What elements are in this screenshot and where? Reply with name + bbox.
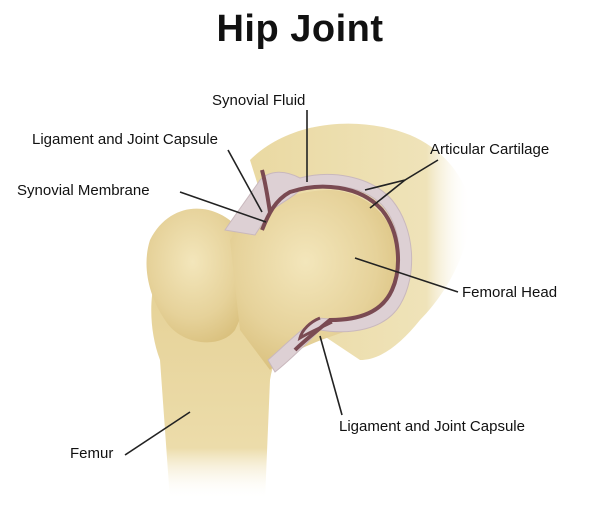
label-articular-cartilage: Articular Cartilage [430,141,550,158]
label-synovial-membrane: Synovial Membrane [17,182,150,199]
leader-ligament-bottom [319,335,343,416]
leader-synovial-membrane [179,191,267,223]
joint-capsule [224,169,413,373]
label-ligament-capsule-top: Ligament and Joint Capsule [32,131,218,148]
leader-femur [124,411,191,456]
leader-ligament-top [227,149,263,213]
leader-femoral-head [354,257,459,293]
leader-articular-cartilage-b [369,179,406,209]
label-femur: Femur [70,445,114,462]
diagram-title: Hip Joint [216,8,384,50]
label-synovial-fluid: Synovial Fluid [212,92,306,109]
leader-lines [124,110,459,456]
label-ligament-capsule-bottom: Ligament and Joint Capsule [339,418,525,435]
label-femoral-head: Femoral Head [462,284,558,301]
